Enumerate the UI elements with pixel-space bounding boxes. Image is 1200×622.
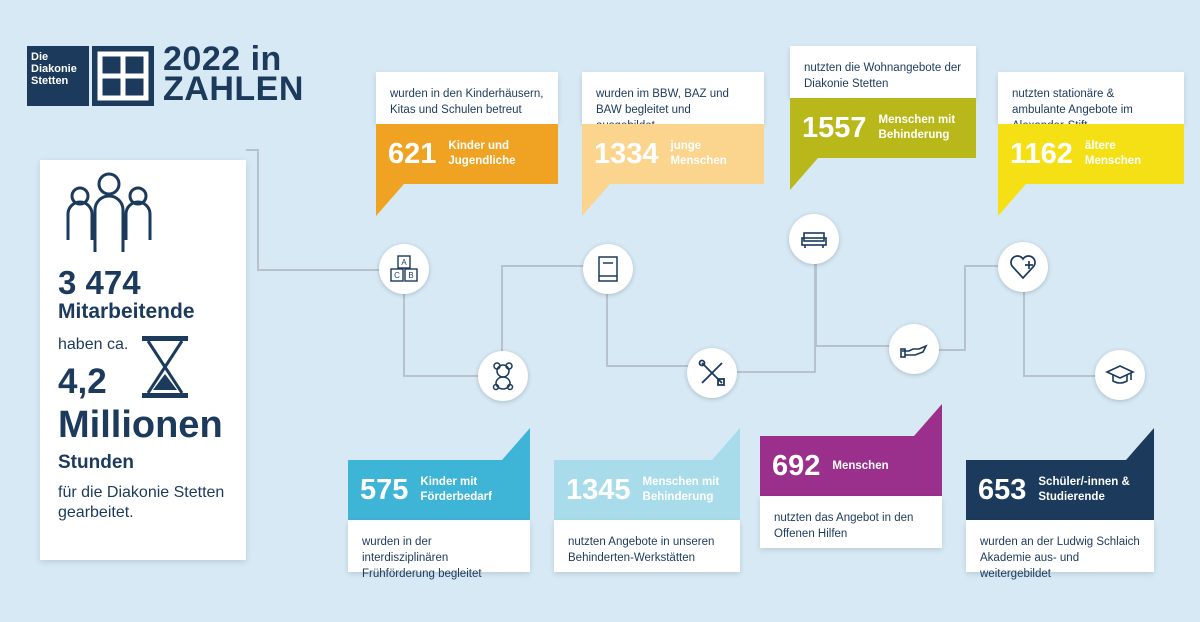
- bottom-card-1-label: Kinder mit Förderbedarf: [420, 476, 492, 503]
- top-card-4-text: nutzten stationäre & ambulante Angebote …: [998, 72, 1184, 132]
- bottom-card-3-label: Menschen: [832, 459, 889, 472]
- top-card-4-number: 1162: [1010, 137, 1073, 170]
- top-card-4-tail: [998, 184, 1026, 216]
- top-card-4-band: 1162 ältere Menschen: [998, 124, 1184, 184]
- bottom-card-1-text: wurden in der interdisziplinären Frühför…: [348, 520, 530, 580]
- block-letter-b: B: [408, 271, 413, 280]
- bottom-card-1-number: 575: [360, 473, 409, 506]
- sofa-icon: [801, 232, 827, 248]
- cap-icon-circle: [1095, 350, 1145, 400]
- title-line-2: ZAHLEN: [163, 70, 304, 108]
- top-card-1-label: Kinder und Jugendliche: [448, 140, 516, 167]
- bottom-card-3-tail: [914, 404, 942, 436]
- page-title: 2022 in ZAHLEN: [163, 40, 304, 108]
- teddy-icon-circle: [478, 351, 528, 401]
- bottom-card-4-band: 653 Schüler/-innen & Studierende: [966, 460, 1154, 520]
- book-icon: [598, 256, 618, 282]
- teddy-bear-icon: [492, 362, 514, 391]
- sofa-icon-circle: [789, 214, 839, 264]
- graduation-cap-icon: [1105, 365, 1135, 384]
- top-card-1-number: 621: [388, 137, 437, 170]
- abc-blocks-icon: A B C: [390, 255, 418, 282]
- hours-suffix: für die Diakonie Stetten gearbeitet.: [58, 484, 225, 521]
- hours-value: 4,2: [58, 362, 107, 401]
- bottom-card-2-tail: [712, 428, 740, 460]
- bottom-card-3-text: nutzten das Angebot in den Offenen Hilfe…: [760, 496, 942, 548]
- bottom-card-2-band: 1345 Menschen mit Behinderung: [554, 460, 740, 520]
- top-card-1-band: 621 Kinder und Jugendliche: [376, 124, 558, 184]
- blocks-icon-circle: A B C: [379, 244, 429, 294]
- top-card-2-tail: [582, 184, 610, 216]
- bottom-card-4-number: 653: [978, 473, 1027, 506]
- diakonie-logo-text: Die: [27, 46, 89, 106]
- logo-text-overlay: Diakonie Stetten: [27, 46, 89, 106]
- top-card-3-band: 1557 Menschen mit Behinderung: [790, 98, 976, 158]
- top-card-3-text: nutzten die Wohnangebote der Diakonie St…: [790, 46, 976, 98]
- staff-count: 3 474: [58, 264, 141, 301]
- bottom-card-3-number: 692: [772, 449, 821, 482]
- hours-unit: Millionen: [58, 404, 223, 446]
- staff-panel: [40, 160, 246, 560]
- bottom-card-4-tail: [1126, 428, 1154, 460]
- top-card-2-number: 1334: [594, 137, 659, 170]
- tools-icon: [698, 359, 725, 386]
- top-card-3-label: Menschen mit Behinderung: [878, 114, 956, 141]
- bottom-card-2-label: Menschen mit Behinderung: [642, 476, 720, 503]
- top-card-2-label: junge Menschen: [670, 140, 727, 167]
- bottom-card-1-tail: [502, 428, 530, 460]
- open-hand-icon: [900, 344, 928, 358]
- top-card-2-text: wurden im BBW, BAZ und BAW begleitet und…: [582, 72, 764, 132]
- logo-line-die: Die: [31, 51, 49, 63]
- block-letter-a: A: [401, 258, 407, 267]
- top-card-1-text: wurden in den Kinderhäusern, Kitas und S…: [376, 72, 558, 124]
- top-card-3-number: 1557: [802, 111, 867, 144]
- haben-text: haben ca.: [58, 336, 129, 353]
- diakonie-emblem-icon: [97, 51, 149, 101]
- tools-icon-circle: [687, 348, 737, 398]
- top-card-2-band: 1334 junge Menschen: [582, 124, 764, 184]
- hand-icon-circle: [889, 324, 939, 374]
- staff-label: Mitarbeitende: [58, 300, 195, 323]
- stunden-label: Stunden: [58, 452, 134, 473]
- bottom-card-1-band: 575 Kinder mit Förderbedarf: [348, 460, 530, 520]
- top-card-4-label: ältere Menschen: [1084, 140, 1142, 167]
- top-card-3-tail: [790, 158, 818, 190]
- bottom-card-4-text: wurden an der Ludwig Schlaich Akademie a…: [966, 520, 1154, 580]
- title-line-1: 2022 in: [163, 40, 282, 78]
- logo-line-stetten: Stetten: [31, 75, 69, 87]
- bottom-card-3-band: 692 Menschen: [760, 436, 942, 496]
- heart-plus-icon: [1010, 255, 1036, 280]
- block-letter-c: C: [394, 271, 400, 280]
- heart-icon-circle: [998, 242, 1048, 292]
- hourglass-icon: [142, 336, 188, 398]
- bottom-card-4-label: Schüler/-innen & Studierende: [1038, 476, 1130, 503]
- people-group-icon: [66, 172, 152, 252]
- bottom-card-2-number: 1345: [566, 473, 631, 506]
- logo-line-diakonie: Diakonie: [31, 63, 77, 75]
- top-card-1-tail: [376, 184, 404, 216]
- bottom-card-2-text: nutzten Angebote in unseren Behinderten-…: [554, 520, 740, 572]
- book-icon-circle: [583, 244, 633, 294]
- diakonie-emblem: [92, 46, 154, 106]
